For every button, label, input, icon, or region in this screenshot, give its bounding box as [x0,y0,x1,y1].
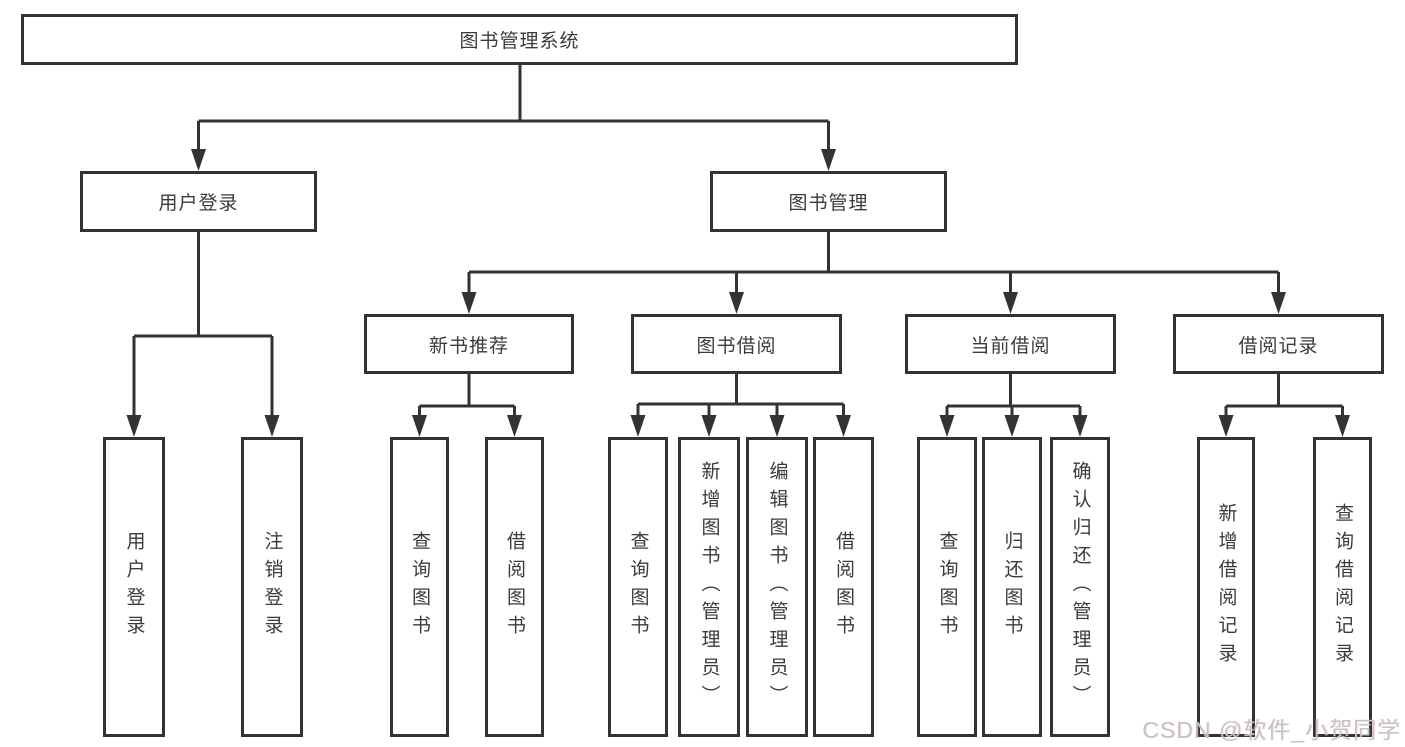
node-label: 借阅记录 [1238,335,1319,357]
leaf-label: 查询图书 [936,531,958,643]
leaf-borrow-books-recommend: 借阅图书 [485,437,544,737]
leaf-query-borrow-record: 查询借阅记录 [1313,437,1372,737]
leaf-add-borrow-record: 新增借阅记录 [1197,437,1255,737]
leaf-label: 归还图书 [1001,531,1023,643]
leaf-add-books-admin: 新增图书（管理员） [678,437,740,737]
leaf-user-login: 用户登录 [103,437,165,737]
node-label: 当前借阅 [970,335,1051,357]
node-user-login: 用户登录 [80,171,317,232]
leaf-logout: 注销登录 [241,437,303,737]
node-book-management: 图书管理 [710,171,947,232]
leaf-query-books-current: 查询图书 [917,437,977,737]
leaf-return-books: 归还图书 [982,437,1042,737]
leaf-label: 注销登录 [261,531,283,643]
leaf-label: 借阅图书 [504,531,525,643]
node-current-borrowing: 当前借阅 [905,314,1116,374]
node-new-book-recommendation: 新书推荐 [364,314,574,374]
leaf-query-books-recommend: 查询图书 [390,437,449,737]
node-label: 图书管理 [788,193,869,214]
leaf-label: 确认归还（管理员） [1069,461,1091,713]
node-book-borrowing: 图书借阅 [631,314,842,374]
leaf-query-books-borrowing: 查询图书 [608,437,668,737]
leaf-borrow-books: 借阅图书 [813,437,874,737]
leaf-edit-books-admin: 编辑图书（管理员） [746,437,808,737]
node-label: 用户登录 [158,193,239,214]
leaf-label: 查询图书 [409,531,430,643]
node-label: 新书推荐 [428,335,509,357]
csdn-watermark: CSDN @软件_小贺同学 [1142,717,1401,743]
leaf-label: 新增图书（管理员） [698,461,720,713]
leaf-label: 借阅图书 [833,531,854,643]
node-borrowing-records: 借阅记录 [1173,314,1384,374]
node-label: 图书借阅 [696,335,777,357]
node-library-management-system: 图书管理系统 [21,14,1018,65]
leaf-label: 查询借阅记录 [1332,503,1353,671]
leaf-confirm-return-admin: 确认归还（管理员） [1050,437,1110,737]
leaf-label: 新增借阅记录 [1215,503,1237,671]
leaf-label: 查询图书 [627,531,649,643]
node-label: 图书管理系统 [459,31,580,52]
leaf-label: 编辑图书（管理员） [766,461,788,713]
leaf-label: 用户登录 [123,531,145,643]
